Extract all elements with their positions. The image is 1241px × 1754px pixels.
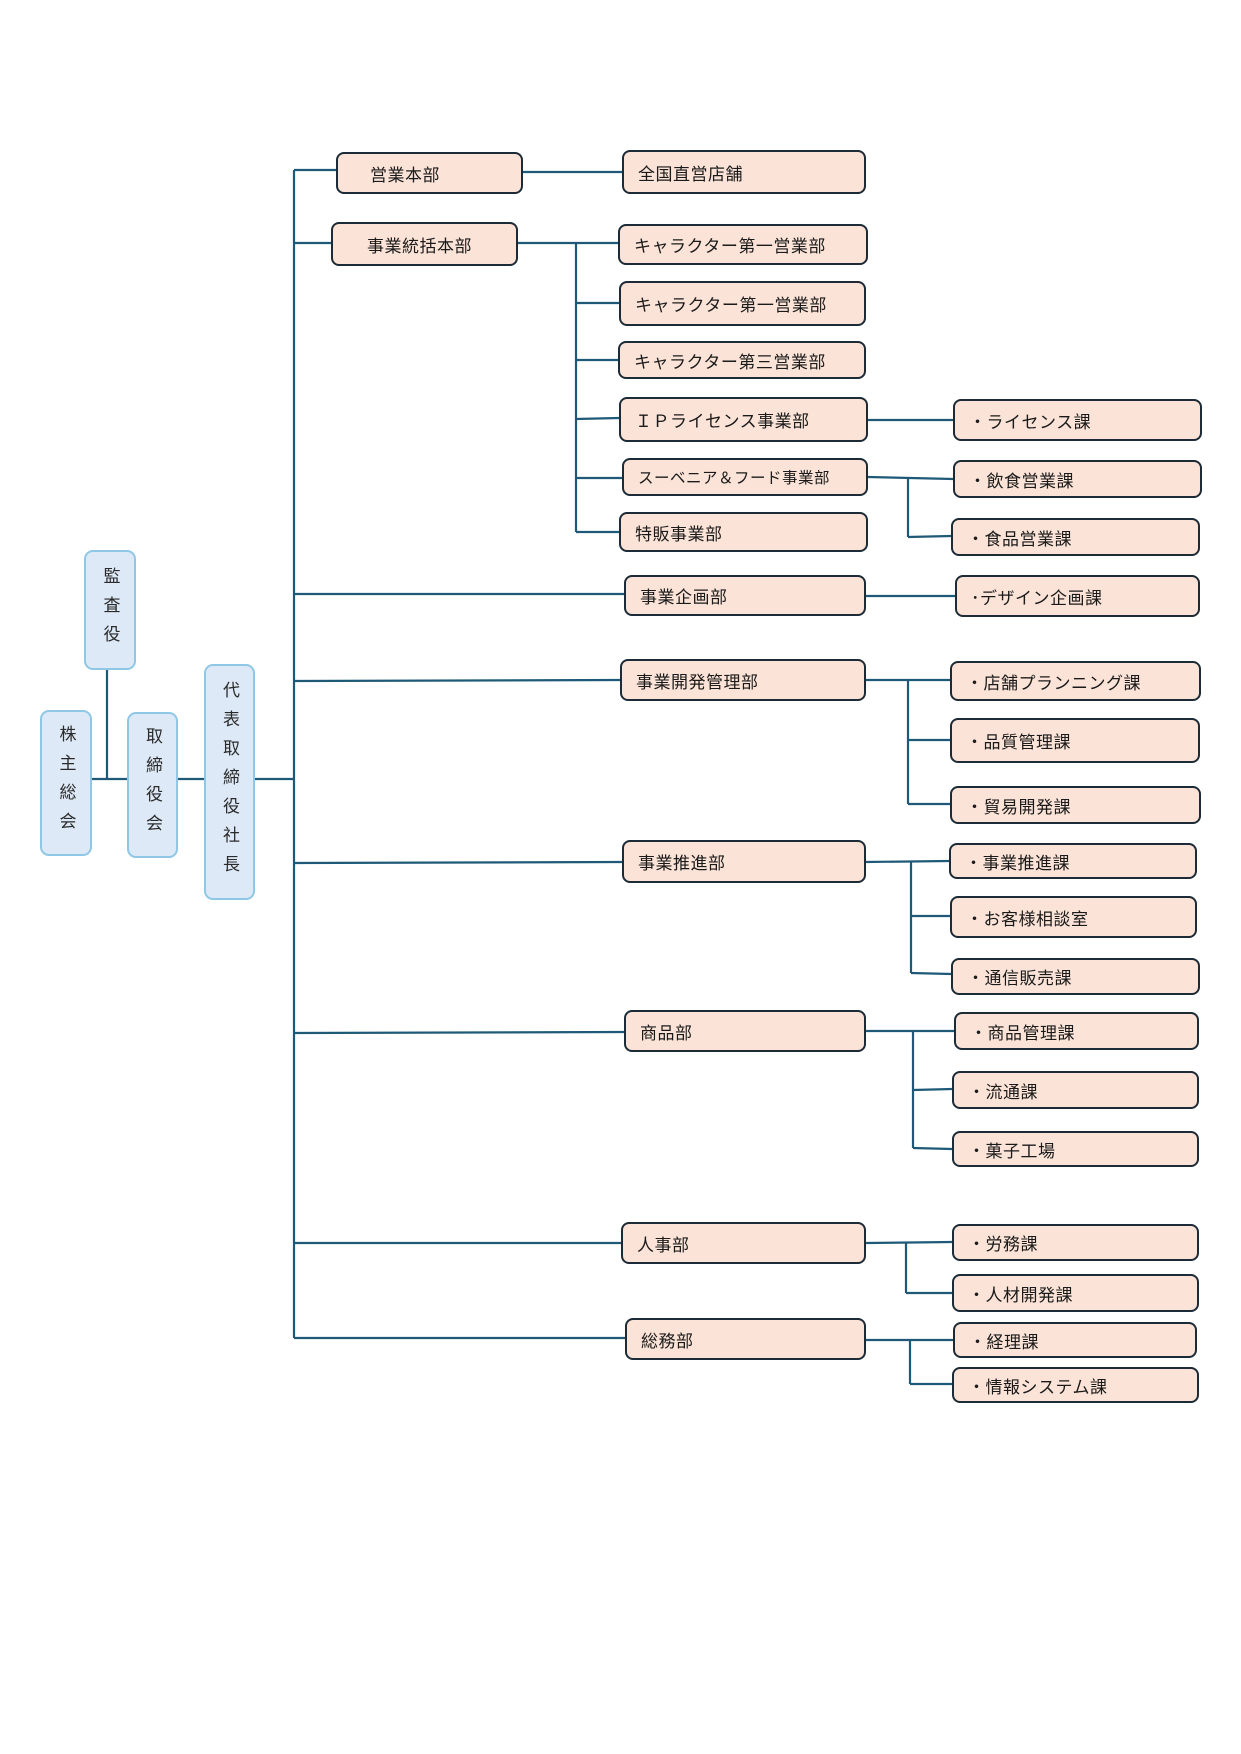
sales-hq-box: 営業本部 xyxy=(336,152,523,194)
character-sales-3-box: キャラクター第三営業部 xyxy=(618,341,866,379)
license-section-box: ・ライセンス課 xyxy=(953,399,1202,441)
product-mgmt-section-label: ・商品管理課 xyxy=(970,1023,1075,1044)
quality-control-section-box: ・品質管理課 xyxy=(950,718,1200,763)
hr-dept-box: 人事部 xyxy=(621,1222,866,1264)
business-promotion-box: 事業推進部 xyxy=(622,840,866,883)
business-hq-label: 事業統括本部 xyxy=(367,236,472,257)
business-hq-box: 事業統括本部 xyxy=(331,222,518,266)
talent-dev-section-label: ・人材開発課 xyxy=(968,1285,1073,1306)
quality-control-section-label: ・品質管理課 xyxy=(966,733,1071,753)
food-products-section-box: ・食品営業課 xyxy=(951,518,1200,556)
auditor-label: 監査役 xyxy=(99,566,120,654)
mail-order-section-label: ・通信販売課 xyxy=(967,969,1072,989)
info-systems-section-box: ・情報システム課 xyxy=(952,1367,1199,1403)
nationwide-stores-box: 全国直営店舗 xyxy=(622,150,866,194)
license-section-label: ・ライセンス課 xyxy=(969,412,1092,433)
business-promotion-label: 事業推進部 xyxy=(638,854,726,874)
character-sales-1b-box: キャラクター第一営業部 xyxy=(619,281,866,326)
talent-dev-section-box: ・人材開発課 xyxy=(952,1274,1199,1312)
food-service-section-label: ・飲食営業課 xyxy=(969,471,1074,492)
sales-hq-label: 営業本部 xyxy=(370,165,440,186)
food-products-section-label: ・食品営業課 xyxy=(967,529,1072,550)
business-dev-mgmt-label: 事業開発管理部 xyxy=(636,672,759,693)
customer-consultation-box: ・お客様相談室 xyxy=(950,896,1197,938)
trade-dev-section-box: ・貿易開発課 xyxy=(950,786,1201,824)
trade-dev-section-label: ・貿易開発課 xyxy=(966,797,1071,818)
design-planning-section-box: ･デザイン企画課 xyxy=(955,575,1200,617)
business-planning-box: 事業企画部 xyxy=(624,575,866,616)
character-sales-1-label: キャラクター第一営業部 xyxy=(634,237,826,257)
store-planning-section-box: ・店舗プランニング課 xyxy=(950,661,1201,701)
ip-license-box: ＩＰライセンス事業部 xyxy=(619,397,868,442)
labor-section-box: ・労務課 xyxy=(952,1224,1199,1261)
character-sales-1b-label: キャラクター第一営業部 xyxy=(635,296,827,316)
accounting-section-box: ・経理課 xyxy=(953,1322,1197,1358)
general-affairs-box: 総務部 xyxy=(625,1318,866,1360)
mail-order-section-box: ・通信販売課 xyxy=(951,958,1200,995)
special-sales-label: 特販事業部 xyxy=(635,524,723,545)
special-sales-box: 特販事業部 xyxy=(619,512,868,552)
business-planning-label: 事業企画部 xyxy=(640,588,728,608)
souvenir-food-label: スーベニア＆フード事業部 xyxy=(638,469,831,487)
distribution-section-label: ・流通課 xyxy=(968,1082,1038,1103)
product-dept-box: 商品部 xyxy=(624,1010,866,1052)
ip-license-label: ＩＰライセンス事業部 xyxy=(635,412,810,432)
customer-consultation-label: ・お客様相談室 xyxy=(966,909,1089,930)
auditor-box: 監査役 xyxy=(84,550,136,670)
accounting-section-label: ・経理課 xyxy=(969,1332,1039,1353)
distribution-section-box: ・流通課 xyxy=(952,1071,1199,1109)
design-planning-section-label: ･デザイン企画課 xyxy=(971,588,1103,609)
shareholders-meeting-box: 株主総会 xyxy=(40,710,92,856)
store-planning-section-label: ・店舗プランニング課 xyxy=(966,673,1141,694)
general-affairs-label: 総務部 xyxy=(641,1331,694,1352)
business-promotion-section-box: ・事業推進課 xyxy=(949,843,1197,879)
confectionery-factory-label: ・菓子工場 xyxy=(968,1141,1056,1162)
shareholders-meeting-label: 株主総会 xyxy=(55,725,76,841)
confectionery-factory-box: ・菓子工場 xyxy=(952,1131,1199,1167)
product-dept-label: 商品部 xyxy=(640,1023,693,1044)
nationwide-stores-label: 全国直営店舗 xyxy=(638,164,743,185)
board-of-directors-box: 取締役会 xyxy=(127,712,178,858)
food-service-section-box: ・飲食営業課 xyxy=(953,460,1202,498)
business-promotion-section-label: ・事業推進課 xyxy=(965,853,1070,874)
hr-dept-label: 人事部 xyxy=(637,1235,690,1256)
business-dev-mgmt-box: 事業開発管理部 xyxy=(620,659,866,701)
souvenir-food-box: スーベニア＆フード事業部 xyxy=(622,458,868,496)
president-box: 代表取締役社長 xyxy=(204,664,255,900)
character-sales-1-box: キャラクター第一営業部 xyxy=(618,224,868,265)
board-of-directors-label: 取締役会 xyxy=(142,727,162,843)
labor-section-label: ・労務課 xyxy=(968,1235,1038,1255)
product-mgmt-section-box: ・商品管理課 xyxy=(954,1012,1199,1050)
president-label: 代表取締役社長 xyxy=(219,680,239,884)
character-sales-3-label: キャラクター第三営業部 xyxy=(634,352,826,373)
info-systems-section-label: ・情報システム課 xyxy=(968,1377,1108,1398)
